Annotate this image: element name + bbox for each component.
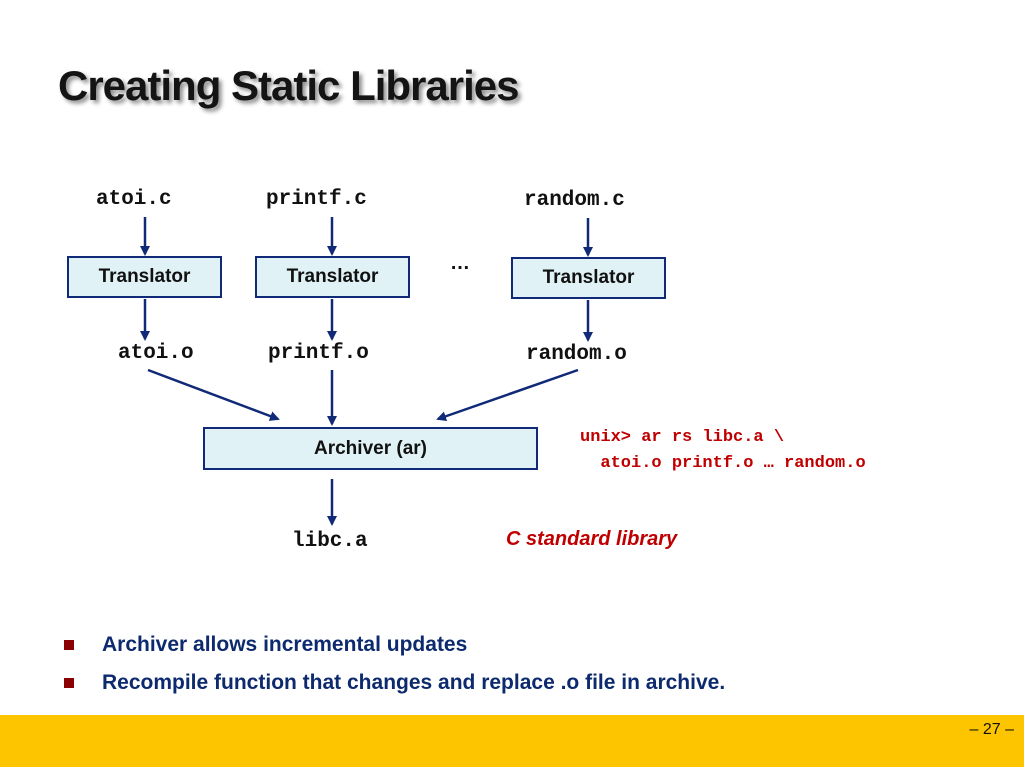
slide-title: Creating Static Libraries [58,62,519,109]
translator-label: Translator [98,266,191,287]
translator-box-random: Translator [511,257,666,299]
output-library: libc.a [292,530,368,553]
object-file-printf: printf.o [268,342,369,365]
bullet-item: Archiver allows incremental updates [62,626,725,664]
archiver-box: Archiver (ar) [203,427,538,470]
bullet-text: Recompile function that changes and repl… [102,671,726,694]
command-line-1: unix> ar rs libc.a \ [580,428,785,447]
page-number: – 27 – [969,721,1014,738]
bullet-item: Recompile function that changes and repl… [62,664,725,702]
square-bullet-icon [64,678,74,688]
command-line-2: atoi.o printf.o … random.o [580,454,866,473]
translator-box-printf: Translator [255,256,410,298]
source-file-random: random.c [524,189,625,212]
output-note: C standard library [506,528,678,550]
object-file-random: random.o [526,343,627,366]
bullet-text: Archiver allows incremental updates [102,633,468,656]
arrow-atoi-o-to-archiver [147,368,280,421]
footer-bar: – 27 – [0,715,1024,767]
square-bullet-icon [64,640,74,650]
source-file-atoi: atoi.c [96,188,172,211]
bullet-list: Archiver allows incremental updates Reco… [62,626,725,702]
translator-label: Translator [542,267,635,288]
ellipsis: … [450,252,470,274]
object-file-atoi: atoi.o [118,342,194,365]
archiver-label: Archiver (ar) [314,437,427,459]
source-file-printf: printf.c [266,188,367,211]
arrow-random-o-to-archiver [436,368,579,422]
translator-label: Translator [286,266,379,287]
translator-box-atoi: Translator [67,256,222,298]
